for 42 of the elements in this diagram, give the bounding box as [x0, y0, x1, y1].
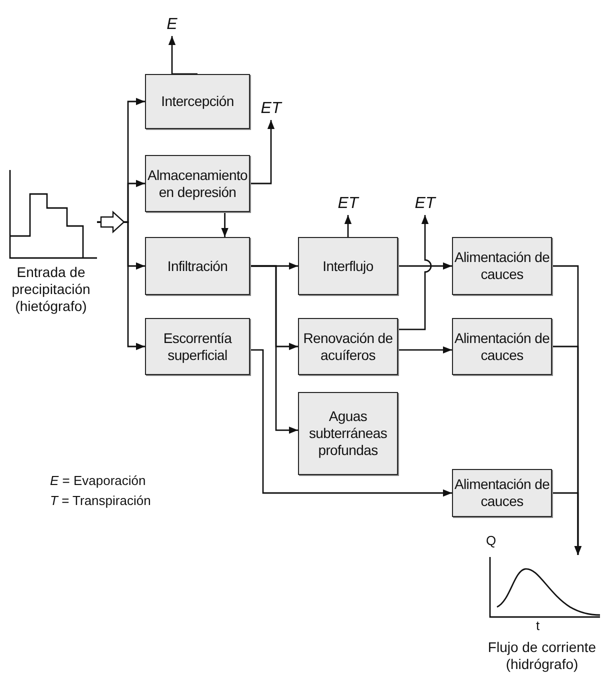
- arrow: [97, 221, 145, 350]
- arrow: [250, 265, 298, 434]
- box-label: Aguas subterráneas profundas: [308, 408, 388, 459]
- symbol-label: ET: [259, 98, 283, 120]
- box-label: Alimentación de cauces: [453, 330, 551, 364]
- process-box: [452, 318, 552, 375]
- process-box: [452, 469, 552, 517]
- arrow: [552, 492, 582, 555]
- symbol-label: E: [163, 14, 181, 36]
- arrow: [250, 349, 452, 497]
- caption-text: Entrada de precipitación (hietógrafo): [10, 264, 92, 315]
- axis-label: Q: [486, 532, 496, 549]
- legend-note: T = Transpiración: [50, 492, 151, 509]
- box-label: Renovación de acuíferos: [302, 330, 394, 364]
- arrow: [398, 346, 452, 354]
- process-box: [452, 237, 552, 295]
- process-box: [145, 318, 250, 375]
- box-label: Intercepción: [161, 93, 234, 110]
- process-box: [298, 237, 398, 295]
- process-box: [298, 392, 398, 475]
- box-label: Alimentación de cauces: [453, 249, 551, 283]
- symbol-label: ET: [336, 193, 360, 215]
- arrow: [221, 211, 228, 237]
- process-box: [145, 74, 250, 129]
- arrow: [398, 262, 452, 270]
- arrow: [168, 36, 198, 75]
- box-label: Almacenamiento en depresión: [146, 166, 249, 200]
- process-box: [145, 155, 250, 212]
- box-label: Infiltración: [167, 258, 228, 274]
- caption-text: Flujo de corriente (hidrógrafo): [486, 639, 598, 673]
- hollow-arrow: [100, 210, 125, 234]
- box-label: Interflujo: [322, 258, 374, 274]
- process-box: [145, 237, 250, 295]
- process-box: [298, 318, 398, 375]
- box-label: Escorrentía superficial: [162, 330, 233, 364]
- arrow: [398, 215, 432, 330]
- legend-note: E = Evaporación: [50, 472, 146, 489]
- symbol-label: ET: [413, 193, 437, 215]
- arrow: [344, 215, 352, 238]
- arrow: [250, 120, 275, 184]
- axis-label: t: [536, 617, 540, 634]
- box-label: Alimentación de cauces: [453, 476, 551, 510]
